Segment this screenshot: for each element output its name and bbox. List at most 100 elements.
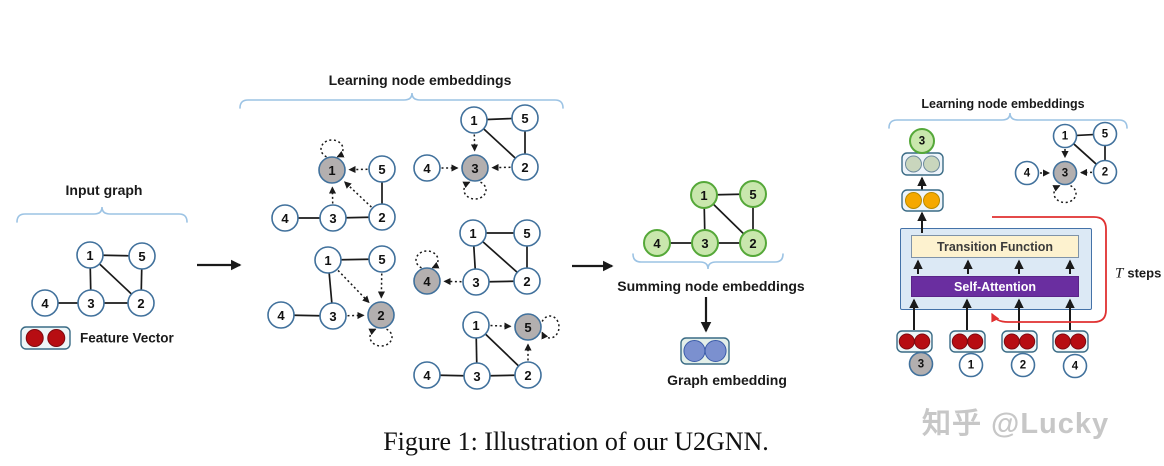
graph-node-label: 4 xyxy=(277,308,285,323)
brace xyxy=(16,206,188,223)
graph-node-label: 3 xyxy=(701,236,708,251)
red-dot xyxy=(47,329,66,347)
self-attention-loop xyxy=(368,328,393,347)
graph-node xyxy=(908,351,934,377)
graph-node-label: 3 xyxy=(329,211,336,226)
graph-edge xyxy=(1076,133,1094,137)
graph-node xyxy=(461,154,489,182)
graph-node-label: 3 xyxy=(473,369,480,384)
input-graph-label: Input graph xyxy=(65,182,143,198)
graph-node-label: 3 xyxy=(472,275,479,290)
graph-node xyxy=(690,181,718,209)
graph-node xyxy=(128,242,156,270)
pale-dot xyxy=(904,155,922,173)
red-dot xyxy=(951,333,968,350)
graph-node-label: 1 xyxy=(1062,131,1069,143)
red-dot xyxy=(967,333,984,350)
graph-node-label: 1 xyxy=(700,188,707,203)
node-embedding-box xyxy=(901,152,944,176)
attention-arrow xyxy=(490,322,512,330)
graph-node-label: 3 xyxy=(329,309,336,324)
feature-vector-box xyxy=(1052,330,1089,353)
graph-node xyxy=(413,361,441,389)
graph-node xyxy=(514,313,542,341)
red-dot xyxy=(914,333,931,350)
red-dot xyxy=(1054,333,1071,350)
graph-node-label: 4 xyxy=(423,161,431,176)
graph-node-label: 5 xyxy=(1102,129,1109,141)
figure-caption: Figure 1: Illustration of our U2GNN. xyxy=(383,427,769,456)
graph-node-label: 4 xyxy=(41,296,49,311)
graph-node-label: 5 xyxy=(378,252,385,267)
graph-node-label: 1 xyxy=(968,360,975,372)
graph-embedding-label: Graph embedding xyxy=(667,372,787,388)
right-aggregate-node-3-graph: 1 5 4 3 2 xyxy=(1014,121,1118,204)
graph-node-label: 2 xyxy=(378,210,385,225)
graph-node xyxy=(127,289,155,317)
graph-node xyxy=(31,289,59,317)
self-attention-loop xyxy=(462,181,487,200)
graph-node-label: 2 xyxy=(1102,167,1108,179)
graph-node xyxy=(413,267,441,295)
graph-edge xyxy=(482,241,518,273)
feature-vector-box xyxy=(896,330,933,353)
brace xyxy=(632,253,784,270)
feature-vector-box xyxy=(949,330,986,353)
graph-node xyxy=(511,153,539,181)
graph-node-label: 4 xyxy=(1024,168,1031,180)
graph-node xyxy=(319,204,347,232)
summing-node-embeddings-label: Summing node embeddings xyxy=(617,278,805,294)
graph-node-label: 4 xyxy=(423,368,431,383)
graph-node xyxy=(1052,160,1078,186)
graph-edge xyxy=(340,258,370,261)
graph-edge xyxy=(472,245,477,270)
self-attention-box: Self-Attention xyxy=(911,276,1079,297)
graph-node xyxy=(459,219,487,247)
output-embedding-node: 3 xyxy=(909,128,935,154)
hidden-state-box xyxy=(901,189,944,212)
graph-node-label: 3 xyxy=(471,161,478,176)
graph-node xyxy=(1010,352,1036,378)
graph-node-label: 5 xyxy=(378,162,385,177)
attention-arrow xyxy=(343,181,372,208)
graph-node xyxy=(1062,353,1088,379)
graph-node-label: 3 xyxy=(87,296,94,311)
graph-node xyxy=(691,229,719,257)
graph-node xyxy=(1052,123,1078,149)
blue-dot xyxy=(683,340,706,362)
graph-node-label: 4 xyxy=(1072,361,1079,373)
graph-node xyxy=(513,219,541,247)
graph-edge xyxy=(712,203,745,235)
graph-node-label: 5 xyxy=(138,249,145,264)
pale-dot xyxy=(923,155,941,173)
graph-edge xyxy=(482,128,517,159)
graph-edge xyxy=(484,333,520,367)
red-dot xyxy=(898,333,915,350)
graph-node-label: 1 xyxy=(469,226,476,241)
graph-node-label: 2 xyxy=(524,368,531,383)
graph-node-label: 3 xyxy=(1062,168,1068,180)
graph-edge xyxy=(102,254,130,257)
graph-node-label: 4 xyxy=(653,236,661,251)
red-dot xyxy=(1003,333,1020,350)
graph-node xyxy=(413,154,441,182)
graph-node-label: 2 xyxy=(749,236,756,251)
graph-node-label: 5 xyxy=(524,320,531,335)
graph-node-label: 1 xyxy=(86,248,93,263)
graph-node-label: 4 xyxy=(281,211,289,226)
graph-node xyxy=(511,104,539,132)
graph-node xyxy=(368,155,396,183)
graph-node xyxy=(462,311,490,339)
graph-node xyxy=(739,180,767,208)
orange-dot xyxy=(923,192,941,209)
graph-node xyxy=(462,268,490,296)
steps-text: steps xyxy=(1127,265,1162,281)
graph-edge xyxy=(98,263,133,295)
graph-node-label: 2 xyxy=(523,274,530,289)
feature-vector-box xyxy=(1001,330,1038,353)
graph-node-label: 2 xyxy=(521,160,528,175)
self-attention-loop xyxy=(1052,185,1077,204)
attention-arrow xyxy=(337,269,370,304)
